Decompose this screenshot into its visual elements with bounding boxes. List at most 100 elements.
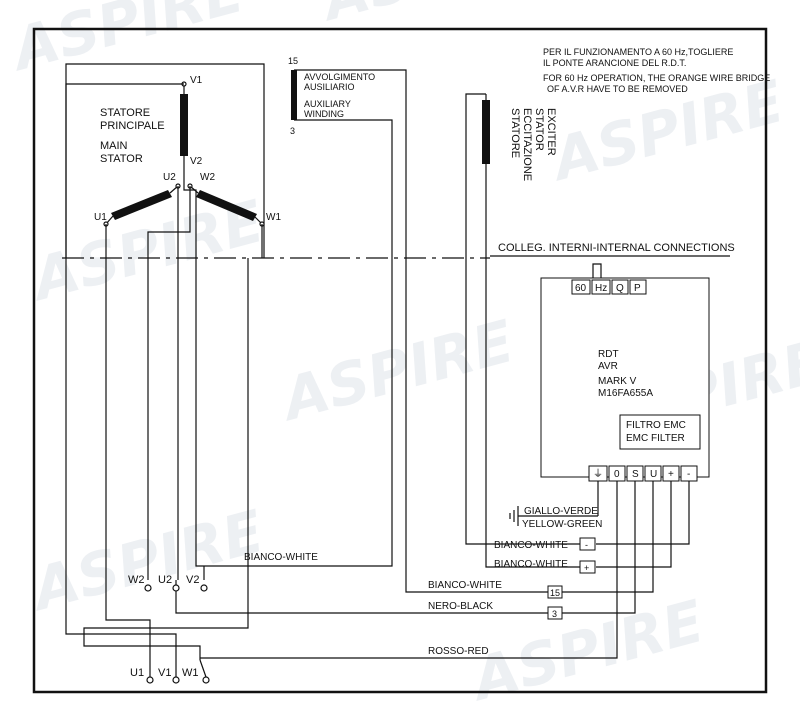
label-w1: W1 — [266, 212, 281, 223]
avr-top-terminal-label: 60 — [575, 283, 587, 294]
avr-terminal-hz — [591, 279, 611, 295]
avr-bottom-terminal-label: 0 — [614, 469, 620, 480]
avr-line3: MARK V — [598, 376, 637, 387]
emc-filter-box — [619, 414, 701, 450]
label-bianco-white-plus: BIANCO-WHITE — [494, 559, 568, 570]
u-coil — [111, 190, 172, 220]
wire-aux-3 — [212, 119, 393, 567]
main-stator-label-en-1: MAIN — [100, 140, 128, 152]
marker-minus — [579, 537, 596, 551]
main-stator-label-it-2: PRINCIPALE — [100, 120, 165, 132]
label-bianco-white-aux: BIANCO-WHITE — [244, 552, 318, 563]
wire-v2 — [183, 176, 212, 580]
avr-bottom-terminal-label: ⏚ — [593, 468, 603, 480]
wire-v1 — [65, 83, 184, 660]
label-giallo-verde: GIALLO-VERDE — [524, 506, 598, 517]
emc-filter-it: FILTRO EMC — [626, 420, 686, 431]
frequency-note: PER IL FUNZIONAMENTO A 60 Hz,TOGLIERE IL… — [543, 47, 770, 94]
note-en-line1: FOR 60 Hz OPERATION, THE ORANGE WIRE BRI… — [543, 73, 770, 83]
terminal-u2-label: U2 — [158, 574, 172, 586]
exciter-line2: ECCITAZIONE — [521, 108, 533, 181]
avr-top-terminal-label: Hz — [595, 283, 607, 294]
note-it-line1: PER IL FUNZIONAMENTO A 60 Hz,TOGLIERE — [543, 47, 733, 57]
output-terminals: U1 V1 W1 — [130, 659, 210, 684]
terminal-u2 — [172, 584, 180, 592]
wire-aux-15 — [294, 69, 548, 593]
aux-label-it-1: AVVOLGIMENTO — [304, 72, 375, 82]
wire-w2 — [147, 186, 191, 580]
terminal-u1 — [146, 676, 154, 684]
label-nero-black: NERO-BLACK — [428, 601, 493, 612]
aux-coil — [291, 70, 297, 120]
avr-unit: 60 Hz Q P RDT AVR MARK V M16FA655A FILTR… — [540, 263, 710, 482]
wire-exciter-minus — [465, 93, 580, 545]
terminal-u1-label: U1 — [130, 667, 144, 679]
label-yellow-green: YELLOW-GREEN — [522, 519, 602, 530]
label-v2: V2 — [190, 156, 203, 167]
terminal-v1-label: V1 — [158, 667, 171, 679]
aux-label-it-2: AUSILIARIO — [304, 82, 355, 92]
note-en-line2: OF A.V.R HAVE TO BE REMOVED — [547, 84, 688, 94]
marker-plus-label: + — [584, 563, 589, 573]
exciter-stator: STATORE ECCITAZIONE STATOR EXCITER — [482, 94, 557, 181]
terminal-w2-label: W2 — [128, 574, 145, 586]
watermark: ASPIRE — [462, 587, 710, 706]
label-u1: U1 — [94, 212, 107, 223]
main-stator: STATORE PRINCIPALE MAIN STATOR V1 V2 U1 … — [65, 63, 281, 258]
aux-top-number: 15 — [288, 56, 298, 66]
avr-terminal-q — [611, 279, 629, 295]
avr-bottom-terminal-strip: ⏚ 0 S U + - — [588, 465, 698, 482]
auxiliary-winding: 15 3 AVVOLGIMENTO AUSILIARIO AUXILIARY W… — [288, 56, 375, 136]
label-w2: W2 — [200, 172, 215, 183]
label-bianco-white-minus: BIANCO-WHITE — [494, 540, 568, 551]
aux-label-en-1: AUXILIARY — [304, 99, 351, 109]
terminal-w1-label: W1 — [182, 667, 199, 679]
avr-orange-bridge — [592, 263, 602, 278]
marker-15 — [547, 585, 563, 599]
avr-top-terminal-label: P — [634, 283, 641, 294]
exciter-line4: EXCITER — [545, 108, 557, 156]
wire-minus-to-avr — [596, 481, 690, 545]
phase-end-terminals: W2 U2 V2 — [128, 574, 208, 592]
avr-top-terminal-strip: 60 Hz Q P — [571, 279, 647, 295]
avr-terminal-60 — [571, 279, 591, 295]
wire-plus-to-avr — [596, 481, 672, 568]
wiring: GIALLO-VERDE YELLOW-GREEN BIANCO-WHITE B… — [65, 69, 690, 660]
w-coil — [196, 190, 257, 221]
note-it-line2: IL PONTE ARANCIONE DEL R.D.T. — [543, 58, 686, 68]
wire-15-to-avr — [562, 481, 654, 593]
terminal-v2 — [200, 584, 208, 592]
aux-bottom-number: 3 — [290, 126, 295, 136]
label-v1: V1 — [190, 75, 203, 86]
terminal-v1 — [172, 676, 180, 684]
exciter-line1: STATORE — [509, 108, 521, 158]
avr-bottom-terminal-label: S — [632, 469, 639, 480]
wire-exciter-plus — [485, 170, 580, 568]
v-coil — [180, 94, 188, 156]
marker-minus-label: - — [585, 540, 588, 550]
aux-label-en-2: WINDING — [304, 109, 344, 119]
avr-line2: AVR — [598, 361, 618, 372]
avr-top-terminal-label: Q — [616, 283, 624, 294]
terminal-w1-lead — [199, 659, 207, 678]
wire-rosso-red — [200, 481, 618, 659]
avr-bottom-terminal-label: U — [650, 469, 657, 480]
marker-3-label: 3 — [552, 609, 557, 619]
marker-plus — [579, 560, 596, 574]
label-u2: U2 — [163, 172, 176, 183]
avr-bottom-terminal-label: + — [668, 469, 674, 480]
avr-line4: M16FA655A — [598, 388, 653, 399]
terminal-v2-label: V2 — [186, 574, 199, 586]
watermark: ASPIRE — [272, 307, 520, 435]
watermark: ASPIRE — [2, 0, 250, 85]
wire-3-to-avr — [562, 481, 636, 614]
wire-w1 — [83, 224, 263, 660]
main-stator-label-it-1: STATORE — [100, 107, 150, 119]
avr-terminal-p — [629, 279, 647, 295]
terminal-w2 — [144, 584, 152, 592]
diagram-frame — [32, 27, 768, 694]
internal-connections-label: COLLEG. INTERNI-INTERNAL CONNECTIONS — [498, 242, 735, 254]
label-rosso-red: ROSSO-RED — [428, 646, 489, 657]
exciter-line3: STATOR — [533, 108, 545, 151]
